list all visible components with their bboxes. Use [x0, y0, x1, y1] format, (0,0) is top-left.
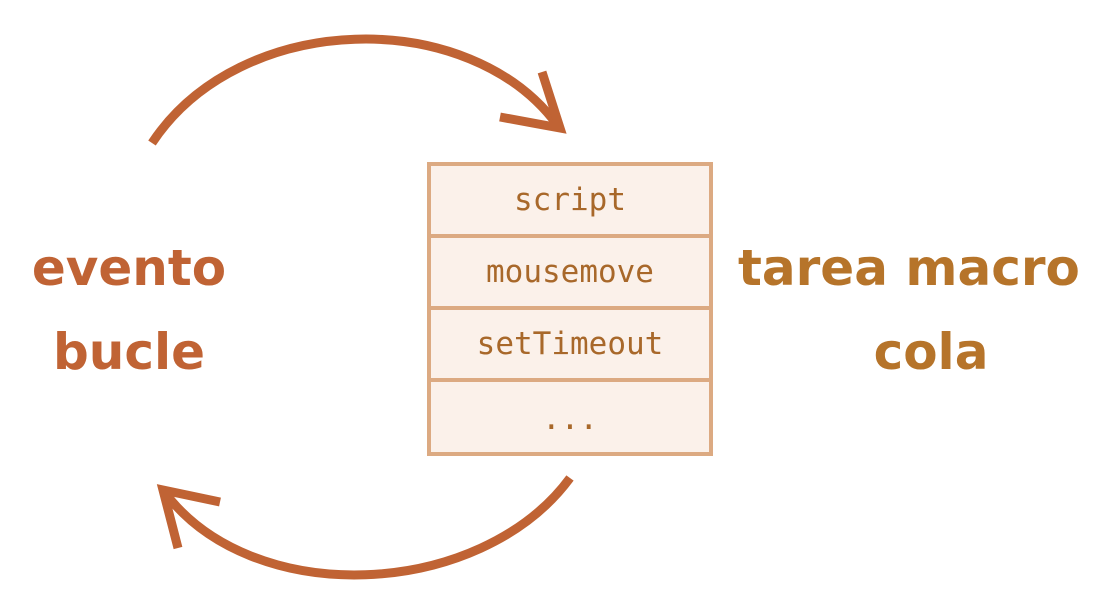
- macrotask-queue: script mousemove setTimeout ...: [427, 162, 713, 456]
- event-loop-label-line-2: bucle: [52, 323, 206, 381]
- queue-item-settimeout: setTimeout: [431, 310, 709, 382]
- event-loop-label: evento bucle: [0, 226, 258, 394]
- queue-item-script: script: [431, 166, 709, 238]
- bottom-arrow-head: [156, 484, 221, 550]
- bottom-arrow-arc: [159, 475, 574, 580]
- queue-item-ellipsis: ...: [542, 401, 598, 437]
- top-arrow-head: [499, 70, 567, 134]
- queue-item-mousemove: mousemove: [431, 238, 709, 310]
- event-loop-label-line-1: evento: [31, 239, 227, 297]
- macrotask-queue-label: tarea macro cola: [738, 226, 1119, 394]
- macrotask-queue-label-line-1: tarea macro: [738, 239, 1080, 297]
- top-arrow-arc: [148, 34, 562, 146]
- macrotask-queue-label-line-2: cola: [873, 323, 989, 381]
